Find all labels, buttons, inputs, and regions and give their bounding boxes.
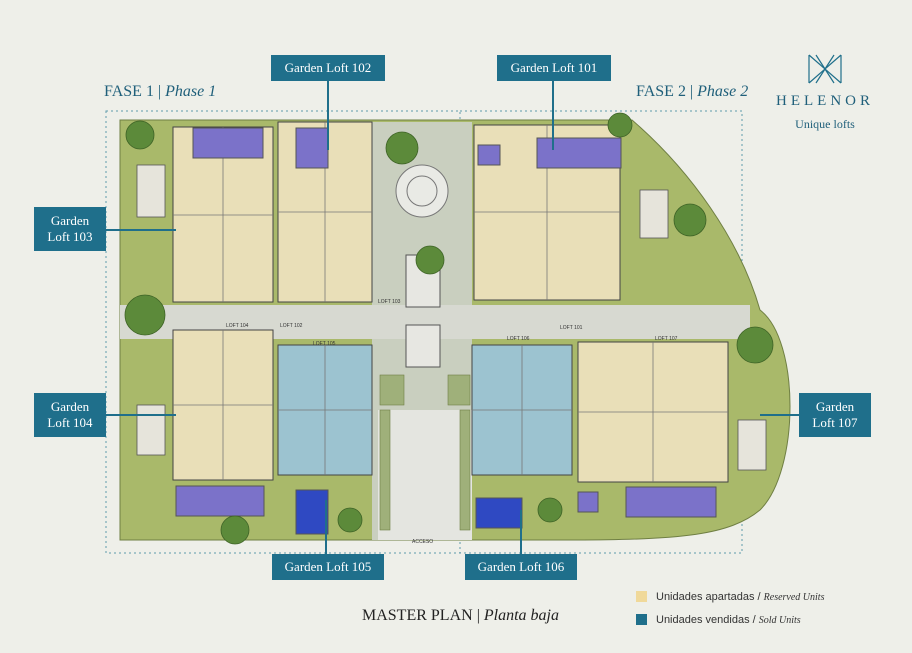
palm-tree (124, 294, 166, 336)
phase-1-title: FASE 1 (104, 83, 154, 100)
legend-sold-sublabel: Sold Units (758, 615, 801, 626)
pool-101 (536, 137, 622, 169)
callout-garden-loft-107[interactable]: Garden Loft 107 (799, 393, 871, 437)
callout-garden-loft-102[interactable]: Garden Loft 102 (271, 55, 385, 81)
legend-sold-label: Unidades vendidas / (656, 614, 756, 626)
plan-title-sub: Planta baja (483, 607, 559, 624)
callout-104-line1: Garden (50, 399, 90, 414)
planter (379, 374, 405, 406)
leader-line-105 (325, 500, 327, 555)
patio-table-103 (136, 164, 166, 218)
phase-1-subtitle: Phase 1 (165, 83, 217, 100)
callout-garden-loft-101[interactable]: Garden Loft 101 (497, 55, 611, 81)
palm-tree (125, 120, 155, 150)
legend-reserved-label: Unidades apartadas / (656, 591, 761, 603)
callout-107-line2: Loft 107 (812, 415, 858, 430)
callout-garden-loft-105[interactable]: Garden Loft 105 (272, 554, 384, 580)
pool-103 (295, 127, 329, 169)
legend-sold: Unidades vendidas / Sold Units (656, 614, 801, 626)
helenor-logo-icon (806, 52, 844, 86)
legend-swatch-reserved (636, 591, 647, 602)
callout-103-line1: Garden (50, 213, 90, 228)
palm-tree (220, 515, 250, 545)
callout-garden-loft-106[interactable]: Garden Loft 106 (465, 554, 577, 580)
callout-107-line1: Garden (815, 399, 855, 414)
plan-label-loft-101: LOFT 101 (560, 325, 583, 331)
leader-line-102 (327, 80, 329, 150)
plan-label-loft-104: LOFT 104 (226, 323, 249, 329)
leader-line-106 (520, 510, 522, 555)
patio-table-104 (136, 404, 166, 456)
pool-104 (175, 485, 265, 517)
plan-label-loft-102: LOFT 102 (280, 323, 303, 329)
palm-tree (673, 203, 707, 237)
callout-104-line2: Loft 104 (47, 415, 93, 430)
leader-line-104 (106, 414, 176, 416)
plan-label-loft-107: LOFT 107 (655, 336, 678, 342)
brand-tagline: Unique lofts (795, 117, 855, 131)
palm-tree (337, 507, 363, 533)
pool-105 (295, 489, 329, 535)
plan-label-access: ACCESO (412, 539, 433, 545)
fountain (395, 164, 449, 218)
pool-106 (475, 497, 523, 529)
access-area (378, 410, 472, 540)
palm-tree (736, 326, 774, 364)
pool-107b (577, 491, 599, 513)
pool-102 (192, 127, 264, 159)
phase-2-subtitle: Phase 2 (697, 83, 749, 100)
phase-2-title: FASE 2 (636, 83, 686, 100)
leader-line-103 (106, 229, 176, 231)
planter (459, 409, 471, 531)
patio-table-101 (639, 189, 669, 239)
leader-line-101 (552, 80, 554, 150)
callout-garden-loft-103[interactable]: Garden Loft 103 (34, 207, 106, 251)
callout-103-line2: Loft 103 (47, 229, 93, 244)
plan-title: MASTER PLAN | Planta baja (362, 607, 559, 624)
plan-title-main: MASTER PLAN (362, 607, 473, 624)
legend-reserved: Unidades apartadas / Reserved Units (656, 591, 824, 603)
phase-1-label: FASE 1 | Phase 1 (104, 83, 217, 100)
pool-101b (477, 144, 501, 166)
palm-tree (415, 245, 445, 275)
leader-line-107 (760, 414, 800, 416)
brand-name: HELENOR (776, 93, 874, 109)
palm-tree (537, 497, 563, 523)
phase-2-label: FASE 2 | Phase 2 (636, 83, 749, 100)
legend-reserved-sublabel: Reserved Units (763, 592, 825, 603)
plan-label-loft-103: LOFT 103 (378, 299, 401, 305)
palm-tree (385, 131, 419, 165)
legend-swatch-sold (636, 614, 647, 625)
pool-107 (625, 486, 717, 518)
plan-label-loft-106: LOFT 106 (507, 336, 530, 342)
patio-table-107 (737, 419, 767, 471)
planter (447, 374, 471, 406)
plan-label-loft-105: LOFT 105 (313, 341, 336, 347)
callout-garden-loft-104[interactable]: Garden Loft 104 (34, 393, 106, 437)
palm-tree (607, 112, 633, 138)
planter (379, 409, 391, 531)
stair-core-south (405, 324, 441, 368)
